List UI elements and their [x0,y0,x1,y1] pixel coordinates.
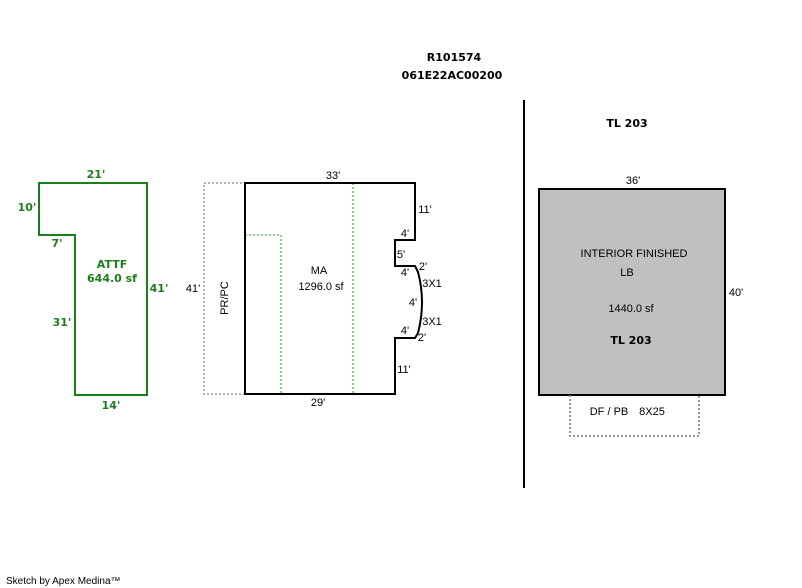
attf-dim-left-lower: 31' [53,316,72,329]
porch-outline [203,182,246,395]
tl-dim-top: 36' [626,175,640,187]
tl-label: TL 203 [610,334,651,347]
ma-dim-right-lower: 11' [397,364,411,376]
ma-dim-bay-side-top: 3X1 [422,278,442,290]
tl-code: LB [620,267,633,279]
map-tax-lot-number: 061E22AC00200 [402,69,503,82]
attf-dim-top: 21' [87,168,106,181]
deck-label: DF / PB [590,406,629,418]
ma-inner-line-left [245,234,282,394]
tl-header: TL 203 [606,117,647,130]
attf-dim-bottom: 14' [102,399,121,412]
tl-description: INTERIOR FINISHED [581,248,688,260]
deck-size: 8X25 [639,406,665,418]
ma-dim-step2: 5' [397,249,405,261]
ma-dim-step1: 4' [401,228,409,240]
attf-outline [38,182,148,396]
main-dim-left: 41' [186,283,200,295]
ma-outline [244,182,423,395]
ma-dim-right-upper: 11' [418,204,432,216]
deck-outline [569,395,700,437]
ma-dim-bay-top: 2' [419,261,427,273]
ma-dim-bay-mid: 4' [409,297,417,309]
attf-dim-right: 41' [150,282,169,295]
ma-dim-bay-bottom: 2' [418,332,426,344]
attf-dim-left-upper: 10' [18,201,37,214]
ma-dim-step4: 4' [401,325,409,337]
attf-dim-notch: 7' [51,237,62,250]
ma-dim-step3: 4' [401,267,409,279]
ma-label: MA [311,265,328,277]
tl-area: 1440.0 sf [608,303,654,315]
porch-label: PR/PC [219,281,231,315]
tl-building-outline [538,188,726,396]
attf-area: 644.0 sf [87,272,137,285]
sketch-credit: Sketch by Apex Medina™ [6,576,121,587]
ma-dim-top: 33' [326,170,340,182]
ma-area: 1296.0 sf [298,281,344,293]
ma-dim-bottom: 29' [311,397,325,409]
account-number: R101574 [427,51,482,64]
ma-dim-bay-side-bottom: 3X1 [422,316,442,328]
attf-label: ATTF [97,258,127,271]
tl-dim-right: 40' [729,287,743,299]
